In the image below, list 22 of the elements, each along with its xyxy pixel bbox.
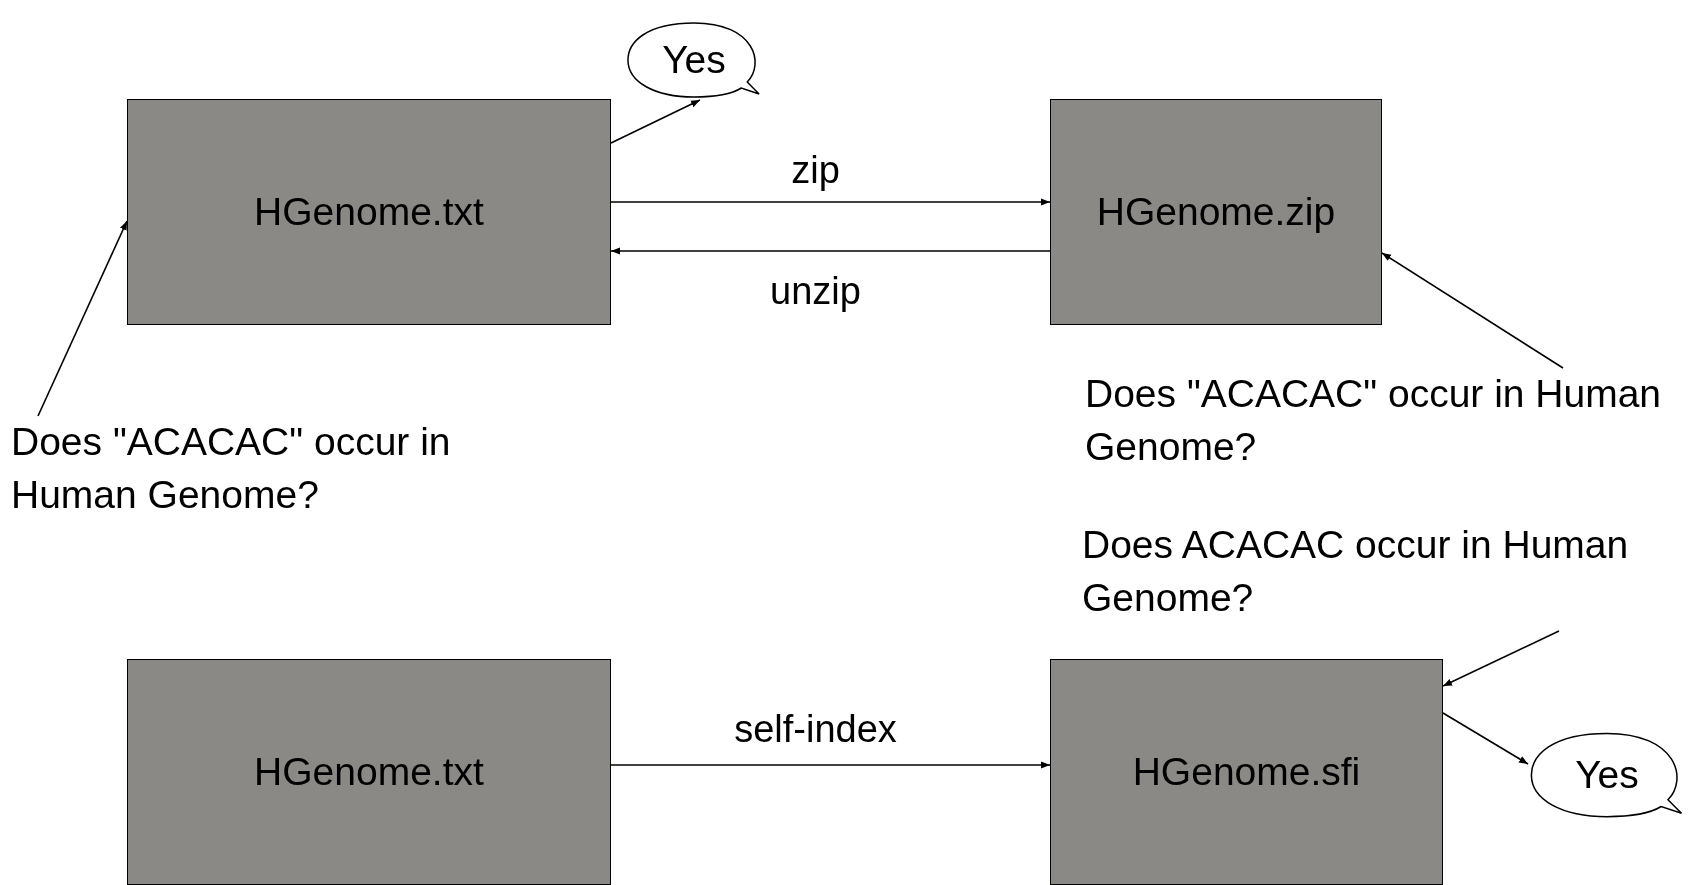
- question-text: Does ACACAC occur in Human Genome?: [1082, 519, 1642, 631]
- arrow: [610, 247, 1051, 255]
- file-name: HGenome.txt: [254, 188, 484, 235]
- answer-text: Yes: [1575, 751, 1639, 798]
- file-box: [127, 99, 611, 325]
- question-text: Does "ACACAC" occur in Human Genome?: [1085, 368, 1665, 480]
- arrow: [610, 99, 701, 144]
- file-box: [127, 659, 611, 885]
- arrow: [1442, 712, 1529, 765]
- file-name: HGenome.sfi: [1132, 748, 1361, 795]
- file-box: [1050, 99, 1382, 325]
- file-name: HGenome.zip: [1096, 188, 1336, 235]
- question-text: Does "ACACAC" occur in Human Genome?: [11, 416, 571, 528]
- file-name: HGenome.txt: [254, 748, 484, 795]
- file-box: [1050, 659, 1443, 885]
- arrow: [610, 761, 1051, 769]
- arrow: [1381, 252, 1564, 369]
- speech-bubble: [625, 20, 763, 100]
- arrow: [610, 198, 1051, 206]
- arrow: [37, 220, 128, 417]
- answer-text: Yes: [662, 36, 726, 83]
- arrow: [1442, 630, 1560, 687]
